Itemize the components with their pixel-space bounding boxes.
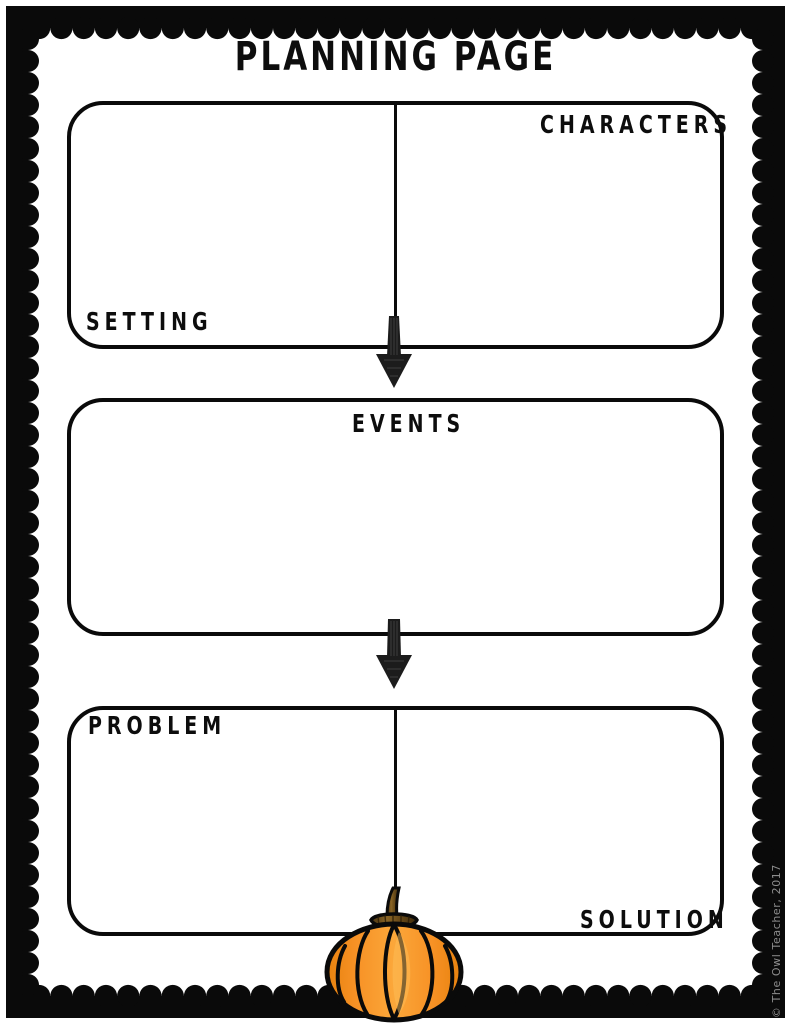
events-to-problem-arrow (376, 619, 412, 689)
solution-label: SOLUTION (580, 905, 729, 935)
setting-characters-divider (394, 101, 397, 323)
problem-label: PROBLEM (88, 711, 227, 741)
page-title: PLANNING PAGE (234, 34, 557, 81)
characters-label: CHARACTERS (540, 110, 733, 140)
events-label: EVENTS (352, 409, 466, 439)
copyright-text: © The Owl Teacher, 2017 (770, 864, 783, 1019)
setting-to-events-arrow (376, 316, 412, 388)
setting-label: SETTING (86, 307, 213, 337)
problem-solution-divider (394, 706, 397, 902)
pumpkin-icon (324, 886, 464, 1023)
